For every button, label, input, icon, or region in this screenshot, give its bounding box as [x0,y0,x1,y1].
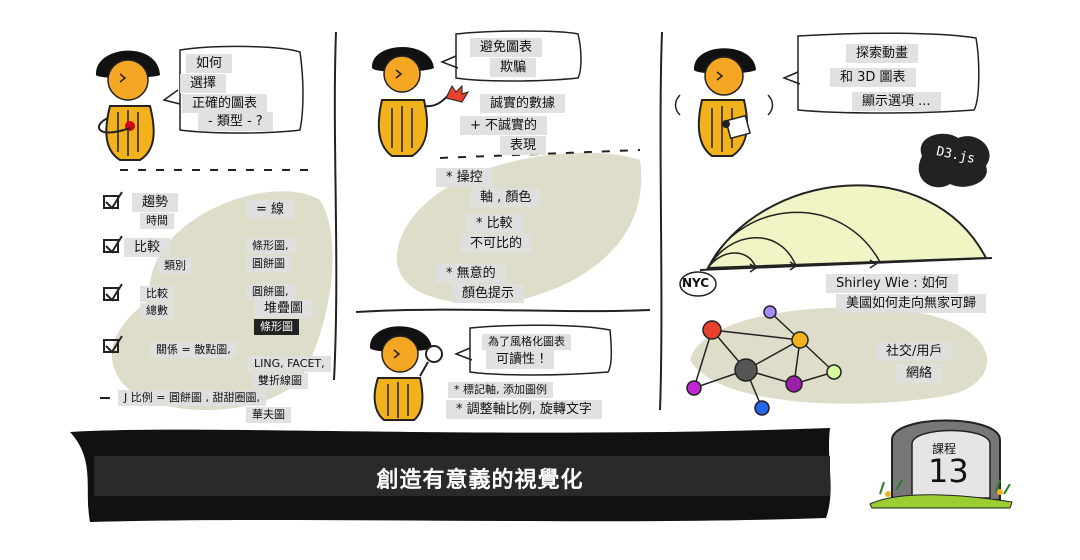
p1-row4-right-a: LING, FACET, [248,356,331,372]
nyc-badge [679,271,717,297]
divider-left [333,31,338,381]
p1-row2-right-b: 圓餅圖 [246,256,291,272]
p2-style-question-1: 為了風格化圖表 [482,334,571,350]
p2-note-3: 表現 [500,136,547,155]
p1-row3-right-a: 圓餅圖, [246,284,295,300]
p1-row2-right-a: 條形圖, [246,238,295,254]
p3-caption-line1: Shirley Wie : 如何 [826,274,958,293]
hand-icon [445,84,470,103]
grass-icon [869,494,1013,509]
arch-chart [679,133,993,297]
p3-question-line2: 和 3D 圖表 [830,68,916,87]
page-title: 創造有意義的視覺化 [376,468,584,493]
p2-style-note-1: * 標記軸, 添加圖例 [448,382,553,398]
p3-network-label-2: 網絡 [896,364,943,383]
panel2-dashed-line [439,149,641,159]
lesson-number: 13 [928,452,969,490]
divider-middle-h [355,308,651,313]
d3-cloud [918,133,990,188]
network-node [791,331,809,349]
p1-row3-left-a: 比較 [140,286,174,302]
lesson-badge [869,419,1013,509]
network-node [785,375,803,393]
network-node [734,358,758,382]
magnifier-icon [425,345,443,363]
bubble-1 [179,45,304,134]
checkbox-icons [100,191,123,399]
p1-row5-left: J 比例 = 圓餅圖 , 甜甜圈圖, [118,390,266,406]
p2-note-5: 軸 , 顏色 [470,188,542,207]
3d-cube-icon [725,114,751,140]
p2-question-line2: 欺騙 [490,58,537,77]
p1-row1-right: = 線 [246,200,295,219]
nyc-label: NYC [682,276,710,290]
character-1 [95,50,160,161]
p1-question-line1: 如何 [186,54,233,73]
p3-question-line3: 顯示選項 ... [852,92,941,111]
p1-row2-left-a: 比較 [124,238,171,257]
character-2 [371,46,470,157]
character-3 [369,326,443,421]
p2-note-8: * 無意的 [436,264,506,283]
p1-row3-right-c: 條形圖 [254,319,299,335]
p1-question-line2: 選擇 [180,74,227,93]
p2-style-question-2: 可讀性 ! [486,350,555,369]
p1-question-line3: 正確的圖表 [182,94,268,113]
bubble-2 [455,30,582,82]
bubble-3 [797,32,980,114]
lesson-label: 課程 [932,442,957,456]
p1-question-line4: - 類型 - ? [198,112,273,131]
p2-note-1: 誠實的數據 [480,94,566,113]
network-node [686,380,702,396]
p1-row4-left: 關係 = 散點圖, [150,342,237,358]
p1-row2-left-b: 類別 [158,258,192,274]
p2-note-4: * 操控 [436,168,493,187]
character-4 [674,48,774,157]
p2-note-9: 顏色提示 [452,284,525,303]
p3-caption-line2: 美國如何走向無家可歸 [836,294,987,313]
bubble-4 [469,324,613,376]
p3-network-label-1: 社交/用戶 [876,342,953,361]
network-node [763,305,777,319]
p1-row4-right-b: 雙折線圖 [252,373,308,389]
network-node [826,364,842,380]
network-graph [686,305,842,416]
network-node [702,320,722,340]
divider-right [659,31,663,411]
network-node [754,400,770,416]
p2-question-line1: 避免圖表 [470,38,543,57]
p3-question-line1: 探索動畫 [846,44,919,63]
p1-row1-left-b: 時間 [140,213,174,229]
p1-row5-right: 華夫圖 [246,407,291,423]
p2-note-7: 不可比的 [460,234,533,253]
p2-note-2: + 不誠實的 [460,116,548,135]
p2-style-note-2: * 調整軸比例, 旋轉文字 [446,400,602,419]
p2-note-6: * 比較 [466,214,523,233]
p1-row1-left-a: 趨勢 [132,193,179,212]
p1-row3-left-b: 總數 [140,303,174,319]
p1-row3-right-b: 堆疊圖 [254,299,314,318]
